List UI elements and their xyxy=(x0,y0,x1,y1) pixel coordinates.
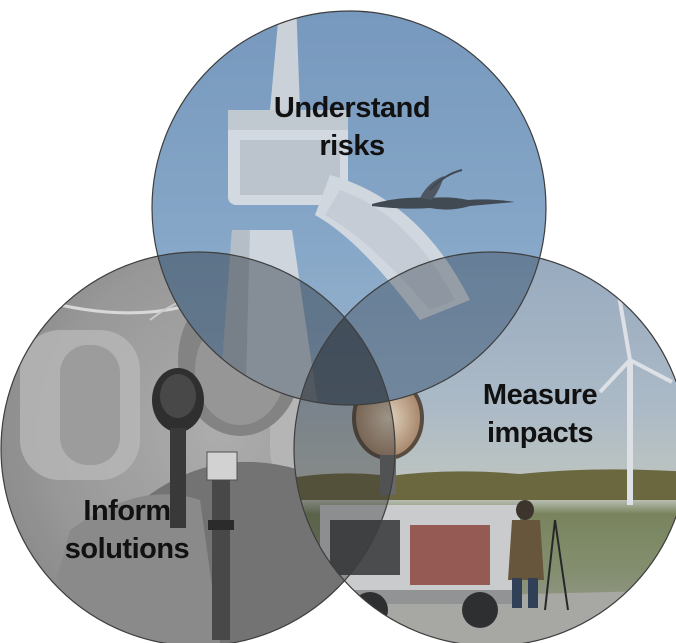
outline-inform-solutions xyxy=(0,251,396,643)
overlap-top-right xyxy=(294,252,546,405)
outline-measure-impacts xyxy=(293,251,676,643)
label-inform-solutions: Inform solutions xyxy=(65,495,190,565)
label-measure-impacts-line2: impacts xyxy=(487,417,593,449)
label-inform-solutions-line2: solutions xyxy=(65,533,189,565)
overlap-top-left xyxy=(152,252,395,405)
photo-understand-risks xyxy=(152,11,546,405)
outline-understand-risks xyxy=(151,10,547,406)
label-understand-risks-line1: Understand xyxy=(274,92,430,124)
label-understand-risks: Understand risks xyxy=(274,92,431,162)
crane-bird-icon xyxy=(372,169,515,210)
circle-inform-solutions xyxy=(1,252,395,643)
circle-understand-risks xyxy=(152,11,546,405)
label-understand-risks-line2: risks xyxy=(319,130,384,162)
photo-measure-impacts xyxy=(294,252,676,643)
label-inform-solutions-line1: Inform xyxy=(83,495,170,527)
label-measure-impacts: Measure impacts xyxy=(483,379,598,449)
label-measure-impacts-line1: Measure xyxy=(483,379,598,411)
circle-measure-impacts xyxy=(294,252,676,643)
